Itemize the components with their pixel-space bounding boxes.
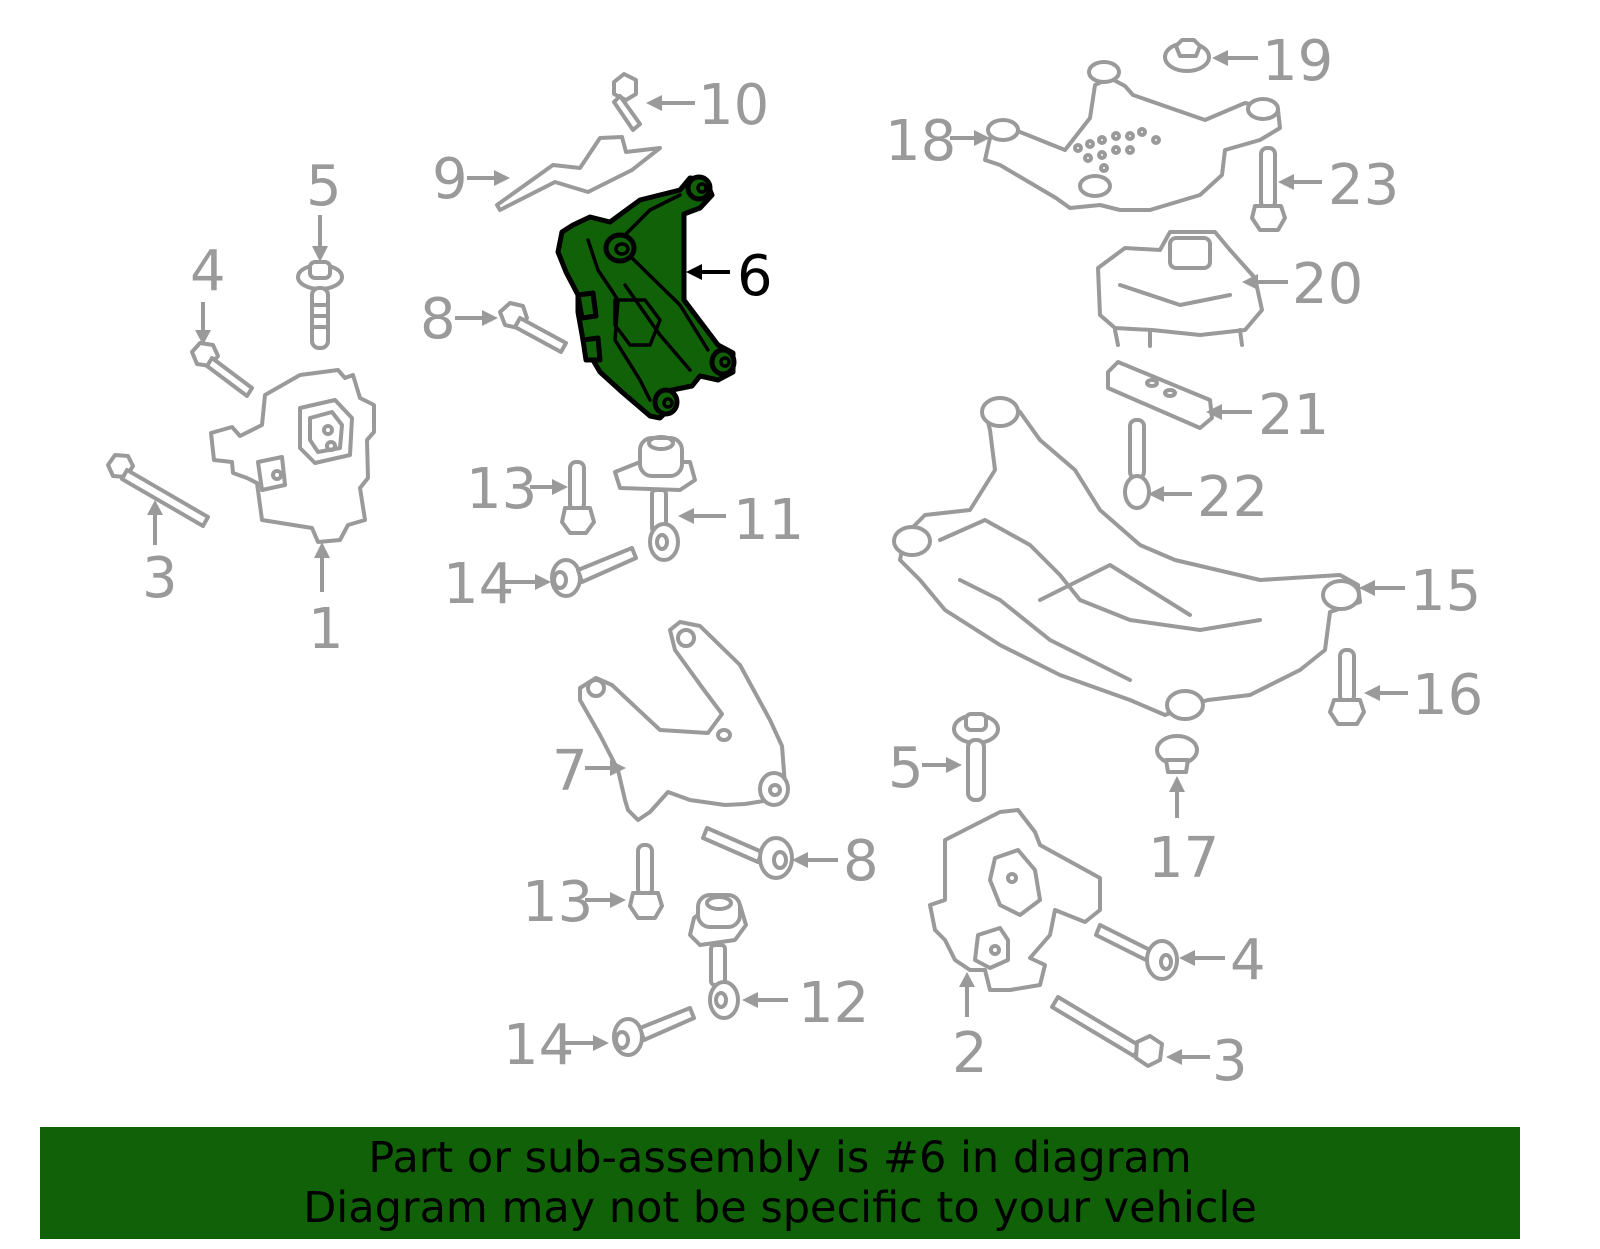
callout-10: 10 — [698, 73, 769, 138]
part-10-bolt[interactable] — [612, 72, 642, 132]
callout-23: 19 — [1262, 29, 1333, 94]
callout-13: 13 — [466, 457, 537, 522]
callout-7: 7 — [552, 739, 588, 804]
callout-4: 4 — [190, 239, 226, 304]
part-3-bolt-bottom[interactable] — [1050, 995, 1164, 1068]
callout-9: 9 — [432, 147, 468, 212]
part-18-transmission-mount[interactable] — [1096, 230, 1264, 348]
part-5-bolt-top[interactable] — [296, 260, 344, 350]
part-13-bolt-bottom[interactable] — [628, 843, 664, 920]
callout-8: 8 — [843, 829, 879, 894]
callout-13: 13 — [522, 870, 593, 935]
callout-22: 23 — [1328, 153, 1399, 218]
callout-8: 8 — [420, 287, 456, 352]
banner-line-disclaimer: Diagram may not be specific to your vehi… — [303, 1183, 1257, 1233]
part-14-bolt-bottom[interactable] — [612, 1006, 696, 1057]
part-15-subframe[interactable] — [892, 396, 1362, 721]
callout-21: 18 — [885, 109, 956, 174]
part-17-nut[interactable] — [1155, 734, 1199, 774]
part-9-heat-shield[interactable] — [495, 135, 662, 212]
part-13-bolt-top[interactable] — [560, 460, 596, 535]
part-3-bolt-left[interactable] — [106, 453, 210, 528]
part-5-bolt-bottom[interactable] — [952, 712, 1000, 802]
callout-5: 5 — [306, 154, 342, 219]
part-8-bolt-bottom[interactable] — [701, 826, 794, 880]
callout-1: 1 — [308, 597, 344, 662]
part-16-bolt[interactable] — [1328, 648, 1366, 726]
callout-14: 14 — [503, 1013, 574, 1078]
callout-15: 15 — [1410, 559, 1481, 624]
callout-20: 22 — [1197, 465, 1268, 530]
part-11-link[interactable] — [613, 435, 697, 562]
part-19-bracket[interactable] — [1106, 360, 1214, 430]
callout-18: 20 — [1292, 252, 1363, 317]
part-22-bolt[interactable] — [1250, 146, 1287, 232]
callout-6-highlighted: 6 — [737, 244, 773, 309]
part-1-engine-mount-left[interactable] — [209, 368, 376, 544]
part-4-bolt-bottom[interactable] — [1094, 923, 1179, 981]
part-4-bolt-left[interactable] — [190, 341, 254, 398]
part-21-crossmember[interactable] — [983, 60, 1282, 212]
callout-14: 14 — [443, 552, 514, 617]
part-8-bolt-top[interactable] — [498, 301, 568, 354]
part-23-nut[interactable] — [1163, 38, 1211, 73]
callout-3: 3 — [142, 546, 178, 611]
part-2-engine-mount-right[interactable] — [928, 808, 1102, 992]
part-7-control-arm[interactable] — [578, 620, 790, 822]
callout-11: 11 — [733, 488, 804, 553]
callout-19: 21 — [1258, 383, 1329, 448]
part-20-bolt[interactable] — [1123, 418, 1151, 510]
callout-4: 4 — [1230, 928, 1266, 993]
callout-17: 17 — [1148, 826, 1219, 891]
info-banner: Part or sub-assembly is #6 in diagram Di… — [40, 1127, 1520, 1239]
banner-line-part-number: Part or sub-assembly is #6 in diagram — [368, 1133, 1192, 1183]
callout-3: 3 — [1212, 1029, 1248, 1094]
callout-16: 16 — [1412, 663, 1483, 728]
part-12-link[interactable] — [688, 893, 748, 1020]
callout-12: 12 — [798, 971, 869, 1036]
part-6-highlighted-bracket[interactable] — [555, 174, 737, 421]
part-14-bolt-top[interactable] — [550, 546, 638, 598]
callout-2: 2 — [952, 1021, 988, 1086]
callout-5: 5 — [888, 736, 924, 801]
